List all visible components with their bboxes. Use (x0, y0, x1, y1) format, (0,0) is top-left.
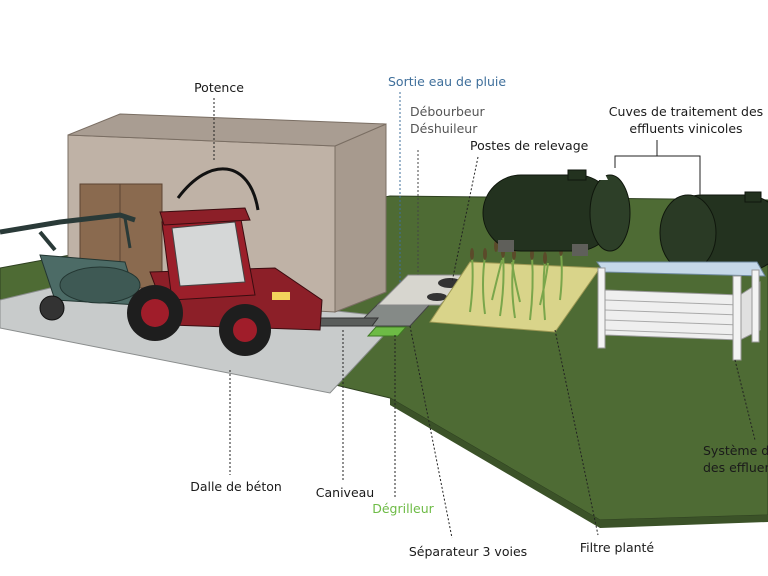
label-caniveau: Caniveau (315, 485, 375, 500)
label-separateur-3-voies: Séparateur 3 voies (408, 544, 528, 559)
building-side (334, 123, 387, 313)
label-sortie-eau-de-pluie: Sortie eau de pluie (388, 74, 507, 89)
storage-shelter (596, 261, 766, 361)
building-roof (67, 113, 387, 147)
label-cuves-line2: effluents vinicoles (629, 121, 743, 136)
lifting-station-2 (427, 293, 447, 301)
tractor (127, 167, 323, 356)
tank-1 (482, 169, 631, 256)
label-systeme-line1: Système d (703, 443, 768, 458)
label-dalle-de-beton: Dalle de béton (190, 479, 282, 494)
label-debourbeur: Débourbeur (410, 104, 485, 119)
tank-2 (659, 191, 768, 272)
reed-heads (470, 240, 563, 264)
label-deshuileur: Déshuileur (410, 121, 478, 136)
label-filtre-plante: Filtre planté (579, 540, 655, 555)
label-cuves-line1: Cuves de traitement des (608, 104, 764, 119)
tanks-bracket (614, 155, 701, 195)
tank-arrow (598, 170, 608, 180)
label-postes-de-relevage: Postes de relevage (470, 138, 589, 153)
leader-lines (213, 98, 756, 539)
label-potence: Potence (194, 80, 244, 95)
label-degrilleur: Dégrilleur (372, 501, 434, 516)
label-systeme-line2: des effluen (703, 460, 768, 475)
degrilleur-grid (366, 326, 408, 337)
